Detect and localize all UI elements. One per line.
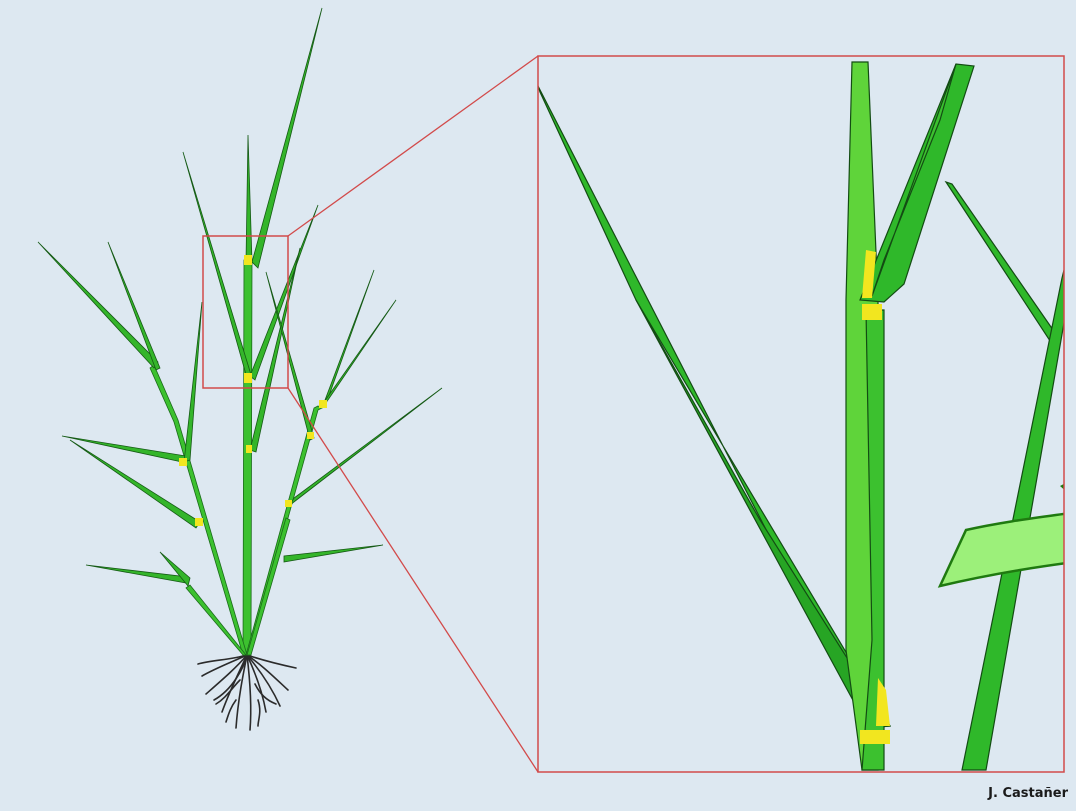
node: [319, 400, 327, 408]
main-stem: [243, 260, 252, 655]
node: [246, 445, 252, 453]
node: [244, 255, 252, 265]
detail-node: [862, 304, 882, 320]
author-credit: J. Castañer: [988, 786, 1068, 801]
detail-node: [860, 730, 890, 744]
node: [307, 432, 314, 439]
zoomed-detail: [538, 56, 1076, 772]
node: [244, 373, 252, 383]
node: [195, 518, 203, 526]
node: [285, 500, 292, 507]
node: [179, 458, 187, 466]
